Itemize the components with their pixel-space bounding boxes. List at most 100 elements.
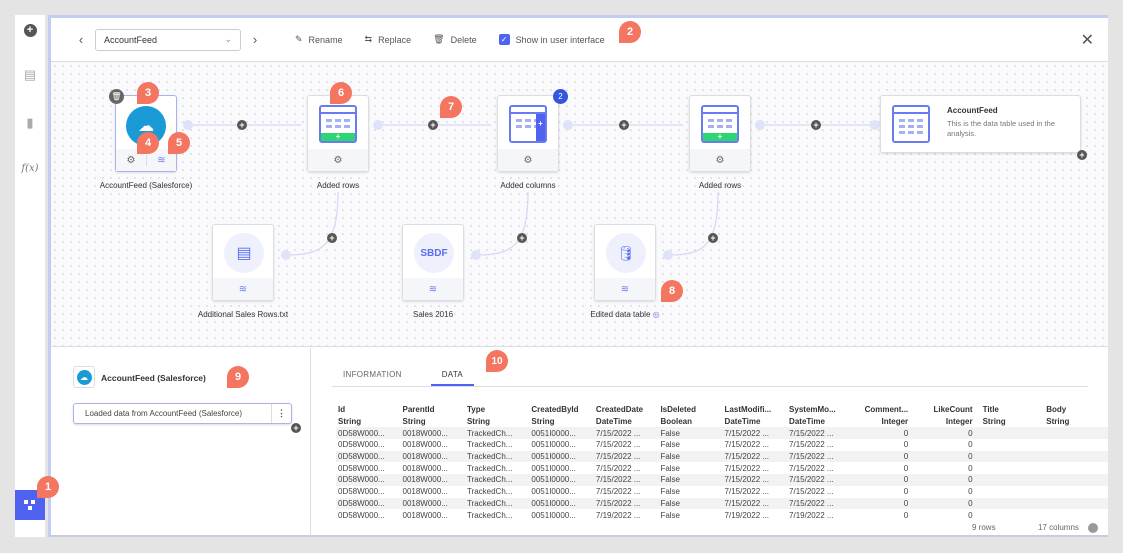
table-cell: Body	[1046, 405, 1067, 415]
table-cell: 0051I0000...	[529, 474, 594, 486]
table-cell: 0018W000...	[402, 487, 448, 497]
previous-table-button[interactable]: ‹	[78, 32, 84, 47]
column-settings-icon[interactable]	[1088, 523, 1098, 533]
add-transformation-icon[interactable]: +	[237, 120, 247, 130]
annotation-badge: 9	[227, 366, 249, 388]
table-cell: 0D58W000...	[336, 497, 401, 510]
table-cell: 0	[916, 427, 981, 440]
add-step-icon[interactable]: +	[291, 423, 301, 433]
data-source-icon[interactable]: ≋	[595, 278, 655, 300]
add-icon[interactable]: +	[15, 21, 45, 37]
table-cell: Title	[982, 405, 999, 415]
transformation-node-added-rows[interactable]: + ⚙	[689, 95, 751, 172]
add-transformation-icon[interactable]: +	[428, 120, 438, 130]
replace-button[interactable]: ⇆Replace	[365, 34, 412, 45]
trash-icon[interactable]: 🗑	[109, 89, 124, 104]
table-cell	[1044, 439, 1108, 451]
table-cell: 0D58W000...	[338, 440, 385, 450]
add-transformation-icon[interactable]: +	[619, 120, 629, 130]
output-port[interactable]	[755, 120, 765, 130]
table-row: 0D58W000...0018W000...TrackedCh...0051I0…	[336, 427, 1108, 440]
node-label: Additional Sales Rows.txt	[197, 310, 289, 319]
add-transformation-icon[interactable]: +	[327, 233, 337, 243]
data-source-icon[interactable]: ≋	[146, 154, 176, 166]
data-source-icon[interactable]: ≋	[403, 278, 463, 300]
gear-icon[interactable]: ⚙	[690, 149, 750, 171]
visualization-icon[interactable]: ▮	[26, 115, 34, 130]
gear-icon[interactable]: ⚙	[126, 154, 136, 166]
more-options-icon[interactable]: ⋮	[271, 404, 291, 423]
show-in-ui-checkbox[interactable]: ✓Show in user interface	[498, 34, 605, 45]
tab-data[interactable]: DATA	[430, 363, 475, 386]
table-cell: String	[402, 417, 426, 427]
table-cell: 7/15/2022 ...	[789, 463, 834, 473]
next-table-button[interactable]: ›	[252, 32, 258, 47]
output-port[interactable]	[663, 250, 673, 260]
details-area: ☁ AccountFeed (Salesforce) Loaded data f…	[51, 348, 1108, 538]
table-cell: ParentId	[402, 405, 435, 415]
table-cell: Integer	[945, 417, 973, 427]
input-port[interactable]	[870, 120, 880, 130]
data-source-icon[interactable]: ≋	[213, 278, 273, 300]
add-transformation-icon[interactable]: +	[811, 120, 821, 130]
add-transformation-icon[interactable]: +	[708, 233, 718, 243]
table-cell: 7/15/2022 ...	[724, 440, 770, 450]
annotation-badge: 3	[137, 82, 159, 104]
output-port[interactable]	[563, 120, 573, 130]
table-cell: 7/15/2022 ...	[789, 440, 834, 450]
table-cell: String	[531, 417, 555, 427]
table-cell: Integer	[881, 417, 909, 427]
source-node-text-file[interactable]: ▤ ≋	[212, 224, 274, 301]
function-icon[interactable]: f(x)	[21, 163, 39, 174]
output-table-node[interactable]: AccountFeed This is the data table used …	[880, 95, 1081, 153]
table-cell: 0	[968, 487, 973, 497]
table-cell: 0	[968, 510, 973, 520]
delete-button[interactable]: 🗑Delete	[433, 34, 476, 45]
table-row: 0D58W000...0018W000...TrackedCh...0051I0…	[336, 450, 1108, 463]
source-node-edited-data-table[interactable]: 🛢 ≋	[594, 224, 656, 301]
navigate-icon[interactable]: ◎	[652, 310, 660, 319]
rename-button[interactable]: ✎Rename	[295, 34, 343, 45]
gear-icon[interactable]: ⚙	[308, 149, 368, 171]
tab-information[interactable]: INFORMATION	[343, 370, 402, 379]
output-port[interactable]	[281, 250, 291, 260]
table-cell	[980, 450, 1045, 463]
add-transformation-icon[interactable]: +	[1077, 150, 1087, 160]
step-item[interactable]: Loaded data from AccountFeed (Salesforce…	[73, 403, 292, 424]
node-label: Added rows	[316, 181, 360, 190]
gear-icon[interactable]: ⚙	[498, 149, 558, 171]
table-cell: DateTime	[789, 417, 825, 427]
table-cell: False	[658, 427, 723, 440]
source-node-sbdf[interactable]: SBDF ≋	[402, 224, 464, 301]
transformation-node-added-columns[interactable]: + ⚙	[497, 95, 559, 172]
table-cell: 7/15/2022 ...	[787, 427, 852, 440]
annotation-badge: 1	[37, 476, 59, 498]
output-port[interactable]	[183, 120, 193, 130]
output-port[interactable]	[373, 120, 383, 130]
table-cell: String	[466, 417, 491, 427]
replace-label: Replace	[378, 34, 412, 45]
transformation-node-added-rows[interactable]: + ⚙	[307, 95, 369, 172]
table-cell: TrackedCh...	[464, 497, 530, 510]
table-cell: False	[660, 487, 680, 497]
close-icon[interactable]: ✕	[1080, 32, 1094, 49]
table-cell: 0018W000...	[400, 497, 465, 510]
table-cell	[981, 486, 1045, 498]
table-cell: 7/15/2022 ...	[593, 474, 659, 486]
output-port[interactable]	[471, 250, 481, 260]
table-select[interactable]: AccountFeed⌄	[95, 28, 241, 51]
table-cell	[981, 509, 1045, 521]
data-table-icon[interactable]: ▤	[23, 67, 37, 82]
table-cell	[981, 462, 1045, 474]
table-cell: 7/15/2022 ...	[787, 450, 852, 463]
added-rows-icon: +	[319, 105, 357, 143]
table-cell: TrackedCh...	[464, 474, 530, 486]
node-label: AccountFeed (Salesforce)	[99, 181, 193, 190]
table-cell: 0D58W000...	[338, 463, 385, 473]
table-cell: IsDeleted	[660, 405, 697, 415]
table-cell	[981, 439, 1045, 451]
add-transformation-icon[interactable]: +	[517, 233, 527, 243]
table-cell: 0D58W000...	[336, 474, 401, 486]
